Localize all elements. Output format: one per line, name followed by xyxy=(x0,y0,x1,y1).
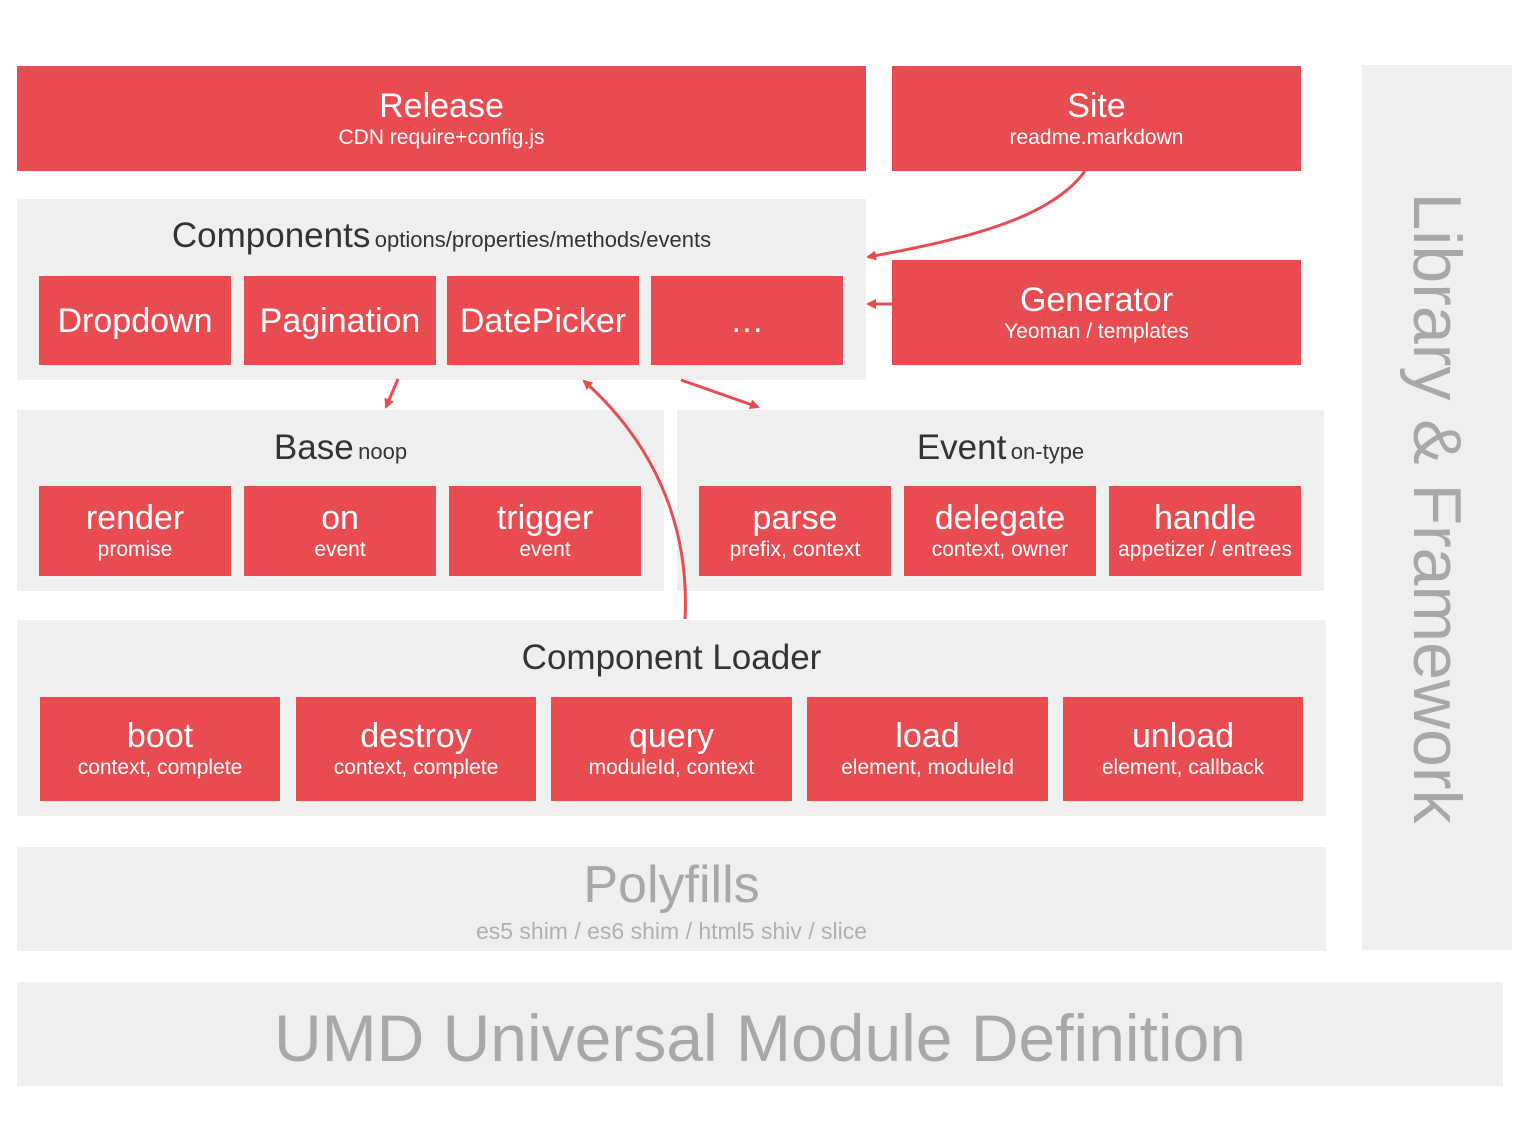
base-render: render promise xyxy=(39,486,231,576)
base-render-subtitle: promise xyxy=(97,538,173,561)
loader-load-title: load xyxy=(895,717,960,755)
base-subtitle: noop xyxy=(358,439,408,464)
event-delegate-title: delegate xyxy=(934,499,1066,537)
polyfills-title: Polyfills xyxy=(583,856,760,914)
base-heading: Base noop xyxy=(17,428,664,468)
components-subtitle: options/properties/methods/events xyxy=(374,227,712,252)
component-dropdown: Dropdown xyxy=(39,276,231,365)
generator-title: Generator xyxy=(1019,280,1174,319)
site-title: Site xyxy=(1067,86,1126,125)
loader-unload-title: unload xyxy=(1131,717,1235,755)
library-framework-label: Library & Framework xyxy=(1399,191,1475,824)
base-title: Base xyxy=(273,428,354,467)
event-handle-subtitle: appetizer / entrees xyxy=(1118,538,1292,561)
component-datepicker-label: DatePicker xyxy=(459,301,627,340)
event-parse-title: parse xyxy=(752,499,838,537)
base-render-title: render xyxy=(85,499,185,537)
loader-load: load element, moduleId xyxy=(807,697,1048,801)
loader-load-subtitle: element, moduleId xyxy=(841,756,1014,779)
library-framework-panel: Library & Framework xyxy=(1362,65,1512,950)
umd-title: UMD Universal Module Definition xyxy=(273,1001,1247,1075)
event-title: Event xyxy=(916,428,1007,467)
component-datepicker: DatePicker xyxy=(447,276,639,365)
base-on-title: on xyxy=(321,499,359,537)
event-handle: handle appetizer / entrees xyxy=(1109,486,1301,576)
component-pagination: Pagination xyxy=(244,276,436,365)
component-more: … xyxy=(651,276,843,365)
base-trigger-subtitle: event xyxy=(519,538,571,561)
loader-unload: unload element, callback xyxy=(1063,697,1303,801)
loader-destroy: destroy context, complete xyxy=(296,697,536,801)
polyfills-panel: Polyfills es5 shim / es6 shim / html5 sh… xyxy=(17,847,1326,951)
loader-boot: boot context, complete xyxy=(40,697,280,801)
component-more-label: … xyxy=(730,301,764,340)
event-delegate-subtitle: context, owner xyxy=(931,538,1069,561)
loader-query-subtitle: moduleId, context xyxy=(588,756,755,779)
generator-box: Generator Yeoman / templates xyxy=(892,260,1301,365)
loader-query: query moduleId, context xyxy=(551,697,792,801)
base-on-subtitle: event xyxy=(314,538,366,561)
loader-boot-subtitle: context, complete xyxy=(77,756,243,779)
base-trigger: trigger event xyxy=(449,486,641,576)
base-trigger-title: trigger xyxy=(496,499,594,537)
event-parse-subtitle: prefix, context xyxy=(729,538,861,561)
site-box: Site readme.markdown xyxy=(892,66,1301,171)
release-title: Release xyxy=(379,86,504,125)
arrow-components-to-event xyxy=(680,378,760,410)
event-parse: parse prefix, context xyxy=(699,486,891,576)
loader-destroy-title: destroy xyxy=(360,717,472,755)
arrow-site-to-components xyxy=(866,170,1087,261)
arrow-components-to-base xyxy=(384,378,400,409)
loader-title: Component Loader xyxy=(521,638,822,677)
loader-unload-subtitle: element, callback xyxy=(1101,756,1265,779)
event-heading: Event on-type xyxy=(677,428,1324,468)
components-title: Components xyxy=(171,216,371,255)
component-pagination-label: Pagination xyxy=(259,301,421,340)
loader-query-title: query xyxy=(628,717,715,755)
loader-destroy-subtitle: context, complete xyxy=(333,756,499,779)
polyfills-subtitle: es5 shim / es6 shim / html5 shiv / slice xyxy=(475,918,868,944)
site-subtitle: readme.markdown xyxy=(1009,125,1184,149)
event-handle-title: handle xyxy=(1153,499,1257,537)
release-subtitle: CDN require+config.js xyxy=(338,125,545,149)
loader-boot-title: boot xyxy=(126,717,194,755)
release-box: Release CDN require+config.js xyxy=(17,66,866,171)
generator-subtitle: Yeoman / templates xyxy=(1004,319,1189,343)
event-subtitle: on-type xyxy=(1010,439,1085,464)
base-on: on event xyxy=(244,486,436,576)
component-dropdown-label: Dropdown xyxy=(57,301,213,340)
components-heading: Components options/properties/methods/ev… xyxy=(17,216,866,256)
event-delegate: delegate context, owner xyxy=(904,486,1096,576)
umd-panel: UMD Universal Module Definition xyxy=(17,982,1503,1086)
loader-heading: Component Loader xyxy=(17,638,1326,678)
